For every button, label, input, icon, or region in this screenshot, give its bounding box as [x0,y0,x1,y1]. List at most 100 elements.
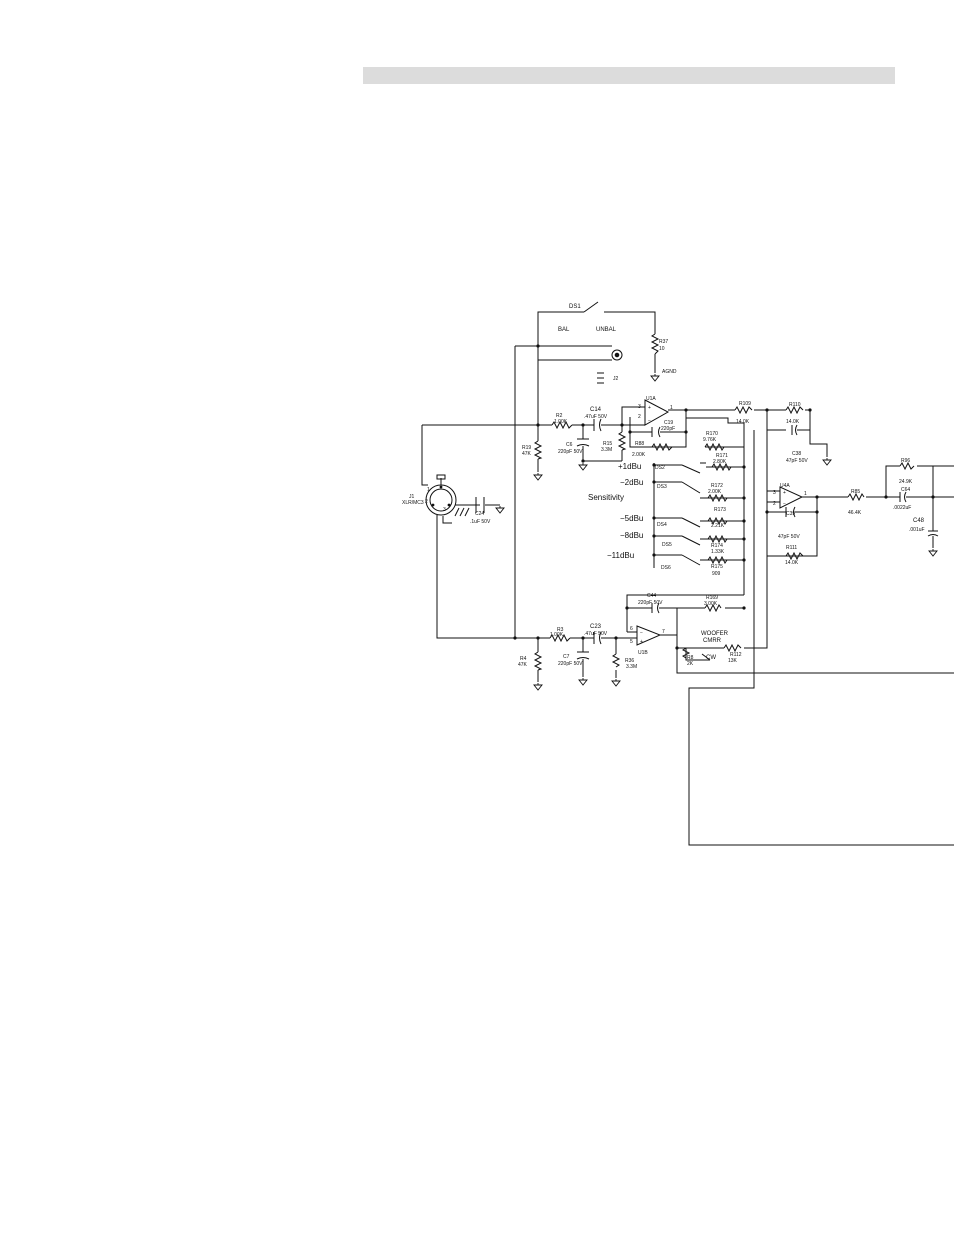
resistor-r174 [707,534,728,544]
header-bar [363,67,895,84]
wiring [421,301,954,846]
opamp-labels: U1A U1B U4A 3 2 1 6 5 7 3 2 1 [630,396,807,656]
sensitivity-labels: Sensitivity +1dBu −2dBu −5dBu −8dBu −11d… [588,462,643,560]
capacitor-c7-plate-b [576,657,590,660]
switch-ds5-label: DS5 [662,542,672,548]
label-c44-ref: C44 [647,593,656,599]
opamp-u4a-pin3: 3 [773,490,776,496]
capacitor-c44-plate-b [657,602,660,614]
capacitor-c23-plate-b [599,631,602,645]
label-r110-val: 14.0K [786,419,800,425]
label-r172-ref: R172 [711,483,723,489]
label-r170-val: 9.76K [703,437,717,443]
label-c14-ref: C14 [590,407,602,413]
resistor-r112 [723,643,742,653]
resistor-r172 [707,493,728,503]
label-r171-ref: R171 [716,453,728,459]
label-c6-ref: C6 [566,442,573,448]
resistor-r170 [704,442,725,452]
sensitivity-title: Sensitivity [588,493,624,502]
resistor-r36 [611,653,621,668]
label-r173-ref: R173 [714,507,726,513]
label-r174-ref: R174 [711,543,723,549]
label-r171-val: 2.80K [713,459,727,465]
junction-dots [431,344,935,650]
sensitivity-level-plus1: +1dBu [618,462,641,471]
sensitivity-level-minus11: −11dBu [607,551,634,560]
capacitor-c48-plate-b [927,534,939,537]
label-r111-val: 14.0K [785,560,799,566]
label-c48-ref: C48 [913,518,925,524]
label-c64-val: .0022uF [893,505,911,511]
ground-icon [533,472,543,481]
label-r109-ref: R109 [739,401,751,407]
resistor-r110 [785,405,804,415]
opamp-u1a-label: U1A [646,396,656,402]
svg-text:+: + [648,405,651,411]
resistor-r169 [704,603,722,613]
label-c23-ref: C23 [590,624,602,630]
svg-text:−: − [648,418,651,424]
switch-bal-label: BAL [558,327,570,333]
label-c14-val: .47uF 50V [584,414,608,420]
opamp-u1b-pin5: 5 [630,639,633,645]
label-r4-ref: R4 [520,656,527,662]
ground-icon [650,373,660,382]
resistor-r2 [551,420,573,430]
opamp-u1b-pin6: 6 [630,626,633,632]
ground-icon [928,548,938,557]
label-r172-val: 2.00K [708,489,722,495]
xlr-pin-1: 1 [427,487,430,493]
sensitivity-level-minus5: −5dBu [620,514,643,523]
capacitor-c14-plate-b [599,418,602,432]
label-c19-val: 220pF [661,426,675,432]
label-c39-val: 47pF 50V [778,534,800,540]
label-r109-val: 14.0K [736,419,750,425]
opamp-u1b-label: U1B [638,650,648,656]
label-c23-val: .47uF 50V [584,631,608,637]
label-r4-val: 47K [518,662,528,668]
xlr-pin-2: 2 [425,499,428,505]
label-c7-ref: C7 [563,654,570,660]
label-c38-ref: C38 [792,451,801,457]
resistor-r171 [711,462,732,472]
cw-label: CW [706,655,716,661]
label-c39-ref: C39 [786,511,795,517]
switch-ds1-label: DS1 [569,304,581,310]
woofer-cmrr-labels: WOOFER CMRR CW [701,631,729,661]
label-r19-val: 47K [522,451,532,457]
jack-j2-label: J2 [613,376,619,382]
svg-text:−: − [640,630,643,636]
label-r3-val: 1.00K [550,632,564,638]
label-r174-val: 1.33K [711,549,725,555]
label-r96-ref: R96 [901,458,910,464]
label-c6-val: 220pF 50V [558,449,583,455]
resistor-symbols [533,333,915,671]
label-r85-ref: R85 [851,489,860,495]
resistor-r85 [847,492,865,502]
opamp-u1a-pin2: 2 [638,414,641,420]
svg-text:+: + [783,490,786,496]
resistor-r96 [899,461,915,471]
resistor-r8-wiper [701,653,711,661]
resistor-r173 [707,516,728,526]
label-r112-val: 13K [728,658,738,664]
ground-icon [495,505,505,514]
opamp-u1a-pin1: 1 [670,405,673,411]
resistor-r111 [785,551,804,561]
opamp-u1b-pin7: 7 [662,629,665,635]
opamp-u1a [644,399,670,426]
opamp-symbols: + − − + + − [636,399,804,646]
label-r36-ref: R36 [625,658,634,664]
label-c44-val: 220pF 50V [638,600,663,606]
capacitor-c64-plate-b [904,491,907,503]
label-r110-ref: R110 [789,402,801,408]
label-r37-val: 10 [659,346,665,352]
label-r111-ref: R111 [786,545,797,551]
connector-j1-type: XLR/MC3 [402,500,424,506]
label-r19-ref: R19 [522,445,531,451]
label-r169-ref: R169 [706,595,718,601]
resistor-r15 [617,431,627,451]
label-r175-val: 909 [712,571,721,577]
resistor-r175 [707,555,728,565]
